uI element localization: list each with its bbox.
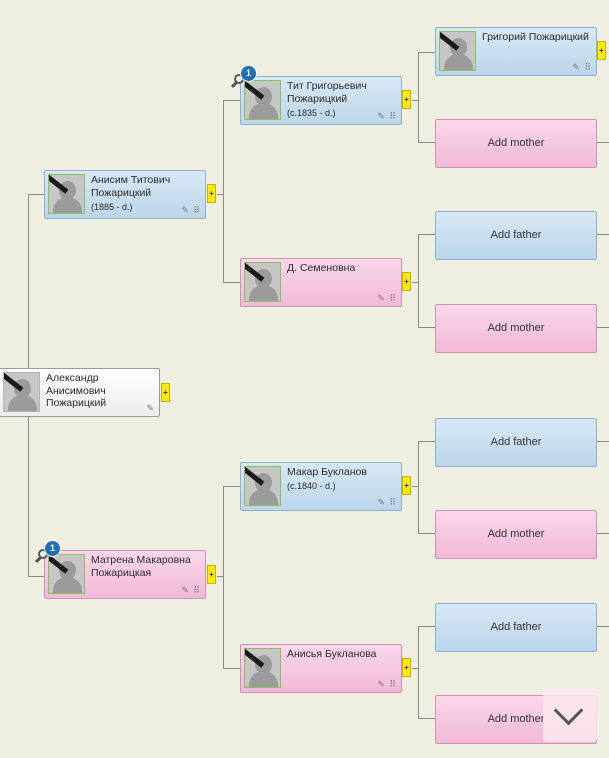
expand-plus-button[interactable]: + (597, 41, 606, 60)
person-name: Матрена Макаровна Пожарицкая (91, 554, 191, 579)
person-card-mother[interactable]: Матрена Макаровна Пожарицкая ✎ ⠿ (44, 550, 206, 599)
connector (412, 100, 418, 101)
connector (217, 576, 223, 577)
connector (597, 626, 609, 627)
connector (597, 441, 609, 442)
add-father-button[interactable]: Add father (435, 211, 597, 260)
edit-tools-icon[interactable]: ✎ ⠿ (181, 585, 201, 595)
expand-plus-button[interactable]: + (207, 565, 216, 584)
person-photo (3, 372, 40, 412)
person-name: Григорий Пожарицкий (482, 31, 589, 43)
connector (597, 234, 609, 235)
connector (223, 486, 224, 668)
edit-tools-icon[interactable]: ✎ ⠿ (377, 293, 397, 303)
expand-plus-button[interactable]: + (402, 476, 411, 495)
edit-tools-icon[interactable]: ✎ ⠿ (181, 205, 201, 215)
connector (412, 668, 418, 669)
connector (418, 626, 419, 718)
connector (412, 282, 418, 283)
edit-tools-icon[interactable]: ✎ ⠿ (377, 111, 397, 121)
person-photo (244, 262, 281, 302)
connector (418, 626, 435, 627)
person-card-root[interactable]: Александр Анисимович Пожарицкий ✎ (0, 368, 160, 417)
person-name: Анисья Букланова (287, 648, 377, 660)
connector (418, 718, 435, 719)
expand-plus-button[interactable]: + (207, 184, 216, 203)
person-name: Тит Григорьевич Пожарицкий (287, 80, 367, 105)
scroll-down-button[interactable] (543, 688, 597, 742)
connector (418, 441, 435, 442)
add-mother-label: Add mother (487, 137, 545, 149)
expand-plus-button[interactable]: + (402, 658, 411, 677)
connector (418, 327, 435, 328)
person-photo (439, 31, 476, 71)
connector (597, 533, 609, 534)
person-card-paternal-grandmother[interactable]: Д. Семеновна ✎ ⠿ (240, 258, 402, 307)
edit-icon[interactable]: ✎ (146, 403, 155, 413)
add-mother-label: Add mother (487, 528, 545, 540)
person-card-maternal-grandfather[interactable]: Макар Букланов (c.1840 - d.) ✎ ⠿ (240, 462, 402, 511)
connector (28, 194, 44, 195)
connector (418, 533, 435, 534)
add-father-label: Add father (490, 436, 542, 448)
person-dates: (c.1840 - d.) (287, 481, 336, 491)
expand-plus-button[interactable]: + (402, 90, 411, 109)
connector (418, 441, 419, 533)
connector (597, 142, 609, 143)
add-mother-button[interactable]: Add mother (435, 510, 597, 559)
person-photo (244, 466, 281, 506)
expand-plus-button[interactable]: + (161, 383, 170, 402)
connector (223, 668, 240, 669)
search-match-badge[interactable]: 1 (230, 65, 260, 89)
person-card-maternal-grandmother[interactable]: Анисья Букланова ✎ ⠿ (240, 644, 402, 693)
add-mother-button[interactable]: Add mother (435, 119, 597, 168)
match-count: 1 (240, 65, 257, 82)
person-card-paternal-grandfather[interactable]: Тит Григорьевич Пожарицкий (c.1835 - d.)… (240, 76, 402, 125)
add-father-label: Add father (490, 229, 542, 241)
person-name: Анисим Титович Пожарицкий (91, 174, 171, 199)
add-mother-label: Add mother (487, 713, 545, 725)
add-mother-label: Add mother (487, 322, 545, 334)
add-father-button[interactable]: Add father (435, 418, 597, 467)
edit-tools-icon[interactable]: ✎ ⠿ (572, 62, 592, 72)
person-dates: (c.1835 - d.) (287, 108, 336, 118)
connector (597, 327, 609, 328)
connector (418, 234, 419, 327)
connector (412, 486, 418, 487)
connector (28, 576, 44, 577)
search-match-badge[interactable]: 1 (34, 540, 64, 564)
add-father-button[interactable]: Add father (435, 603, 597, 652)
person-dates: (1885 - d.) (91, 202, 133, 212)
connector (223, 100, 240, 101)
person-photo (244, 80, 281, 120)
person-name: Д. Семеновна (287, 262, 356, 274)
edit-tools-icon[interactable]: ✎ ⠿ (377, 497, 397, 507)
person-name: Александр Анисимович Пожарицкий (46, 372, 107, 409)
match-count: 1 (44, 540, 61, 557)
connector (223, 282, 240, 283)
add-father-label: Add father (490, 621, 542, 633)
connector (223, 486, 240, 487)
connector (418, 52, 419, 142)
connector (418, 234, 435, 235)
person-photo (244, 648, 281, 688)
connector (418, 52, 435, 53)
chevron-down-icon (553, 695, 584, 726)
connector (217, 194, 223, 195)
expand-plus-button[interactable]: + (402, 272, 411, 291)
person-card-father[interactable]: Анисим Титович Пожарицкий (1885 - d.) ✎ … (44, 170, 206, 219)
person-photo (48, 174, 85, 214)
edit-tools-icon[interactable]: ✎ ⠿ (377, 679, 397, 689)
connector (223, 100, 224, 282)
person-name: Макар Букланов (287, 466, 367, 478)
person-photo (48, 554, 85, 594)
person-card-great-grandfather[interactable]: Григорий Пожарицкий ✎ ⠿ (435, 27, 597, 76)
connector (418, 142, 435, 143)
add-mother-button[interactable]: Add mother (435, 304, 597, 353)
